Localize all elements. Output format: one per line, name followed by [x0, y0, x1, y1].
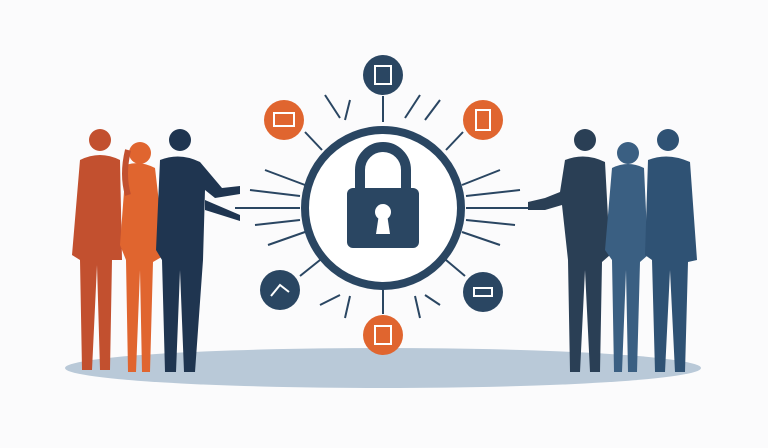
node-device — [463, 272, 503, 312]
report-icon — [374, 325, 392, 345]
node-document — [264, 100, 304, 140]
floor-shadow — [65, 348, 701, 388]
device-icon — [473, 287, 493, 297]
node-connection — [260, 270, 300, 310]
connector-lines — [235, 94, 530, 319]
calculator-icon — [374, 65, 392, 85]
node-report — [363, 315, 403, 355]
person-left-3 — [156, 129, 240, 372]
document-icon — [273, 112, 295, 127]
node-calculator — [363, 55, 403, 95]
connection-icon — [270, 283, 290, 297]
person-right-1 — [528, 129, 610, 372]
person-left-2 — [120, 142, 165, 372]
person-right-2 — [605, 142, 648, 372]
padlock-icon — [347, 142, 419, 248]
node-building — [463, 100, 503, 140]
person-right-3 — [645, 129, 697, 372]
person-left-1 — [72, 129, 122, 370]
building-icon — [475, 109, 491, 131]
